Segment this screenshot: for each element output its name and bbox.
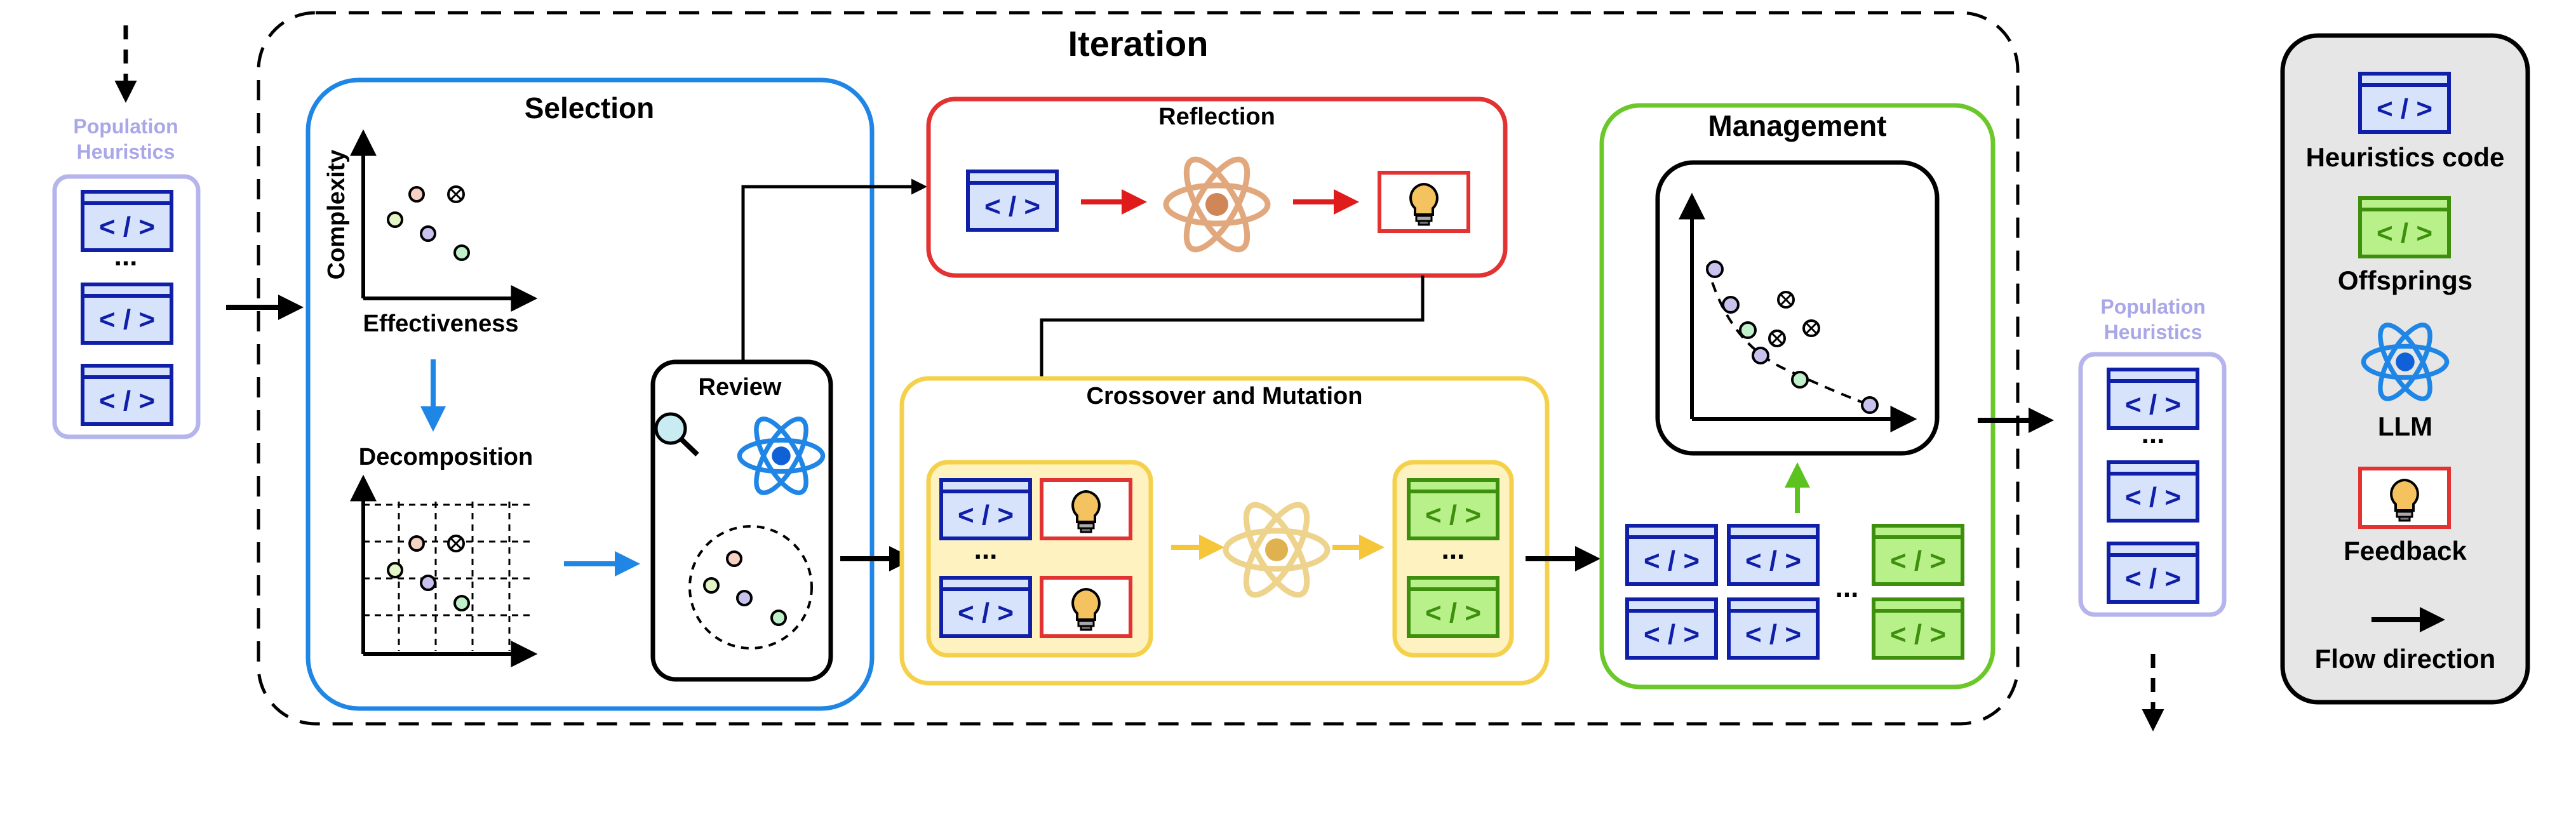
- management-offspring-card-1: [1874, 526, 1962, 584]
- effectiveness-axis-label: Effectiveness: [363, 310, 518, 337]
- grid-point: [408, 535, 425, 552]
- review-point: [770, 610, 787, 626]
- management-code-card-3: [1627, 599, 1716, 658]
- parent-feedback-card-1: [1042, 480, 1130, 538]
- pareto-point: [1722, 296, 1740, 314]
- grid-point: [453, 595, 470, 611]
- selection-title: Selection: [525, 91, 655, 124]
- legend-heuristics-code-label: Heuristics code: [2306, 142, 2505, 172]
- legend-flow-direction-label: Flow direction: [2315, 644, 2496, 674]
- reflection-title: Reflection: [1158, 103, 1275, 130]
- pareto-point-crossed: [1777, 291, 1795, 309]
- review-point: [726, 550, 742, 567]
- management-code-card-2: [1729, 526, 1818, 584]
- pareto-plot-box: [1655, 160, 1940, 456]
- management-ellipsis: ...: [1835, 572, 1859, 603]
- parent-code-card-2: [941, 578, 1030, 636]
- iteration-title: Iteration: [1068, 23, 1209, 63]
- grid-point: [420, 575, 436, 591]
- population-in-card-3: [83, 366, 171, 424]
- pareto-point: [1739, 321, 1757, 339]
- reflection-code-card: [968, 171, 1057, 230]
- plot-point: [387, 211, 403, 228]
- population-in-card-2: [83, 284, 171, 343]
- pareto-point-crossed: [1802, 319, 1820, 337]
- reflection-feedback-card: [1379, 173, 1468, 231]
- grid-point-crossed: [447, 535, 465, 552]
- offspring-card-2: [1409, 578, 1498, 636]
- offspring-card-1: [1409, 480, 1498, 538]
- management-code-card-4: [1729, 599, 1818, 658]
- population-out-ellipsis: ...: [2142, 418, 2165, 450]
- legend-heuristics-code-icon: [2360, 74, 2449, 132]
- review-sample-circle: [688, 525, 813, 650]
- review-point: [736, 590, 753, 606]
- legend-offsprings-label: Offsprings: [2338, 265, 2472, 295]
- iteration-frame: [257, 11, 2020, 726]
- population-in-label-line2: Heuristics: [77, 140, 175, 163]
- management-title: Management: [1708, 109, 1886, 142]
- population-in-ellipsis: ...: [114, 241, 138, 272]
- pareto-point-crossed: [1768, 330, 1786, 347]
- pareto-point: [1752, 347, 1769, 364]
- legend-feedback-icon: [2360, 469, 2449, 527]
- pareto-plot: [1679, 192, 1917, 432]
- complexity-effectiveness-plot: [350, 129, 538, 312]
- parent-code-card-1: [941, 480, 1030, 538]
- population-in-label-line1: Population: [73, 115, 178, 138]
- plot-point: [408, 186, 425, 203]
- legend-offsprings-icon: [2360, 198, 2449, 257]
- legend-llm-label: LLM: [2378, 411, 2432, 441]
- plot-point-crossed: [447, 185, 465, 203]
- parent-feedback-card-2: [1042, 578, 1130, 636]
- population-out-card-2: [2109, 462, 2197, 521]
- review-point: [703, 577, 720, 594]
- plot-point: [420, 225, 436, 242]
- crossover-title: Crossover and Mutation: [1087, 383, 1363, 410]
- review-box: [650, 359, 833, 682]
- grid-point: [387, 562, 403, 578]
- pareto-point: [1791, 371, 1809, 389]
- arrow-review-to-reflection: [741, 178, 927, 362]
- management-offspring-card-2: [1874, 599, 1962, 658]
- decomposition-grid-plot: [350, 474, 538, 667]
- management-code-card-1: [1627, 526, 1716, 584]
- legend-feedback-label: Feedback: [2344, 536, 2467, 566]
- population-out-label-line1: Population: [2100, 295, 2205, 318]
- population-out-card-3: [2109, 543, 2197, 602]
- complexity-axis-label: Complexity: [323, 150, 350, 280]
- crossover-ellipsis-right: ...: [1442, 534, 1465, 565]
- plot-point: [453, 244, 470, 261]
- magnifier-icon: [654, 412, 699, 456]
- review-title: Review: [699, 374, 782, 401]
- crossover-ellipsis-left: ...: [974, 534, 998, 565]
- pareto-point: [1706, 260, 1724, 278]
- pareto-point: [1861, 396, 1879, 414]
- population-out-label-line2: Heuristics: [2104, 321, 2203, 343]
- decomposition-label: Decomposition: [359, 444, 533, 470]
